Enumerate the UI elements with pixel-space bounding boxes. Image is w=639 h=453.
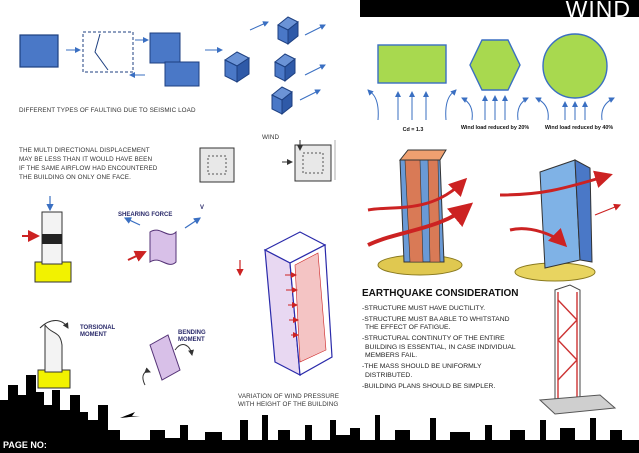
faulting-diagrams — [19, 16, 326, 116]
twisted-tower-1 — [367, 149, 474, 276]
pressure-caption-line: WITH HEIGHT OF THE BUILDING — [238, 401, 339, 408]
earthquake-list: -STRUCTURE MUST HAVE DUCTILITY. -STRUCTU… — [362, 305, 522, 394]
displacement-plans — [199, 140, 336, 183]
earthquake-heading: EARTHQUAKE CONSIDERATION — [362, 288, 519, 299]
faulting-caption: DIFFERENT TYPES OF FAULTING DUE TO SEISM… — [19, 107, 196, 114]
city-skyline — [0, 375, 639, 453]
earthquake-item: -STRUCTURAL CONTINUTY OF THE ENTIRE BUIL… — [362, 335, 516, 360]
title-bar: WIND — [360, 0, 639, 22]
shearing-force-diagram — [123, 217, 201, 265]
shape-caption-circle: Wind load reduced by 40% — [544, 125, 614, 131]
earthquake-item: -BUILDING PLANS SHOULD BE SIMPLER. — [362, 382, 496, 390]
page-number-label: PAGE NO: — [3, 440, 47, 450]
shearing-force-label: SHEARING FORCE — [118, 212, 173, 218]
shear-v-label: V — [200, 205, 205, 211]
shape-caption-square: Cd = 1.3 — [402, 127, 424, 133]
displacement-line: MAY BE LESS THAN IT WOULD HAVE BEEN — [19, 156, 153, 163]
page-title: WIND — [565, 0, 631, 22]
torsion-column — [37, 320, 71, 389]
wind-sketch-label: WIND — [262, 134, 280, 141]
wind-shapes — [367, 33, 615, 121]
displacement-line: THE BUILDING ON ONLY ONE FACE. — [19, 174, 131, 181]
earthquake-item: -THE MASS SHOULD BE UNIFORMLY DISTRIBUTE… — [362, 363, 482, 379]
shear-column — [22, 196, 72, 283]
displacement-line: IF THE SAME AIRFLOW HAD ENCOUNTERED — [19, 165, 158, 172]
shape-caption-hexagon: Wind load reduced by 20% — [460, 125, 530, 131]
steel-frame-building — [538, 284, 617, 415]
pressure-tower — [236, 231, 333, 377]
bending-diagram — [142, 334, 194, 386]
torsional-moment-label: TORSIONAL MOMENT — [80, 325, 116, 338]
displacement-line: THE MULTI DIRECTIONAL DISPLACEMENT — [19, 147, 150, 154]
earthquake-item: -STRUCTURE MUST HAVE DUCTILITY. — [362, 305, 486, 312]
bending-moment-label: BENDING MOMENT — [178, 330, 206, 343]
pressure-caption-line: VARIATION OF WIND PRESSURE — [238, 393, 340, 400]
earthquake-item: -STRUCTURE MUST BA ABLE TO WHITSTAND THE… — [362, 316, 510, 332]
twisted-tower-2 — [499, 159, 622, 282]
